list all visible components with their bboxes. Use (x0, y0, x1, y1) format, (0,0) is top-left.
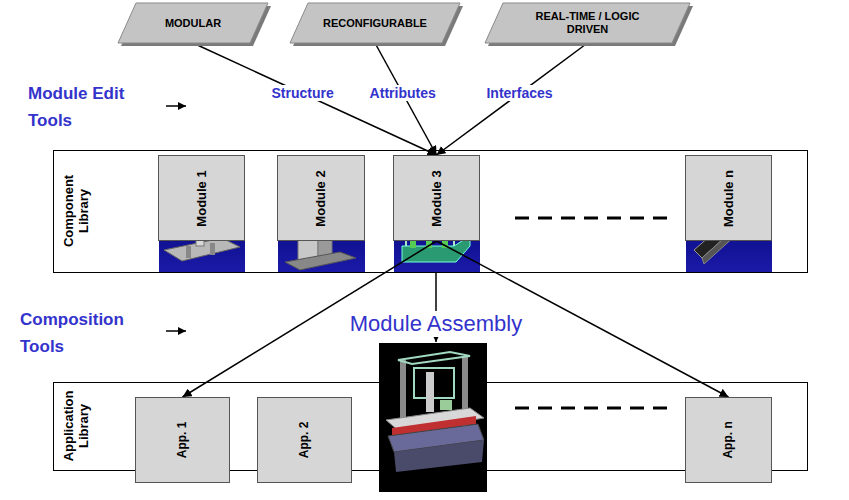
edge-label: Structure (268, 85, 336, 101)
library-band: Component Library Module 1 Module 2 Module … (53, 150, 807, 272)
node-text: RECONFIGURABLE (323, 17, 427, 30)
module-box: Module 1 (158, 155, 245, 241)
node-text: Module 2 (314, 158, 329, 238)
continuation-dashes (515, 217, 670, 220)
node-text: App. 2 (298, 400, 312, 480)
edge-label: Interfaces (483, 85, 555, 101)
application-box: App. 1 (135, 397, 230, 483)
concept-parallelogram: RECONFIGURABLE (290, 3, 460, 43)
parallelogram-outline (290, 3, 460, 43)
concept-parallelogram: REAL-TIME / LOGIC DRIVEN (485, 3, 690, 43)
band-title: Component Library (62, 171, 92, 251)
band-title: Application Library (62, 386, 92, 466)
application-box: App. n (685, 397, 772, 483)
tool-label: Module Edit Tools (28, 80, 160, 134)
node-text: App. 1 (176, 400, 190, 480)
node-text: Module n (721, 158, 736, 238)
edge-label: Attributes (367, 85, 439, 101)
band-outline (54, 151, 808, 273)
node-text: App. n (722, 400, 736, 480)
library-band: Application LibraryApp. 1App. 2App. n (53, 382, 807, 470)
parallelogram-outline (118, 3, 268, 43)
module-box: Module 3 (393, 155, 480, 241)
node-text: MODULAR (165, 17, 221, 30)
node-text: REAL-TIME / LOGIC DRIVEN (525, 10, 650, 35)
concept-parallelogram: MODULAR (118, 3, 268, 43)
parallelogram-outline (485, 3, 690, 43)
module-box: Module n (685, 155, 772, 241)
node-text: Module 3 (429, 158, 444, 238)
application-box: App. 2 (257, 397, 352, 483)
continuation-dashes (515, 407, 670, 410)
pointer-arrow (166, 105, 186, 107)
assembled-machine-picture (379, 343, 487, 492)
tool-label: Composition Tools (20, 306, 156, 360)
pointer-arrow (166, 330, 186, 332)
module-box: Module 2 (277, 155, 365, 241)
assembly-label: Module Assembly (346, 311, 526, 337)
connector-arrow (437, 43, 588, 155)
node-text: Module 1 (194, 158, 209, 238)
